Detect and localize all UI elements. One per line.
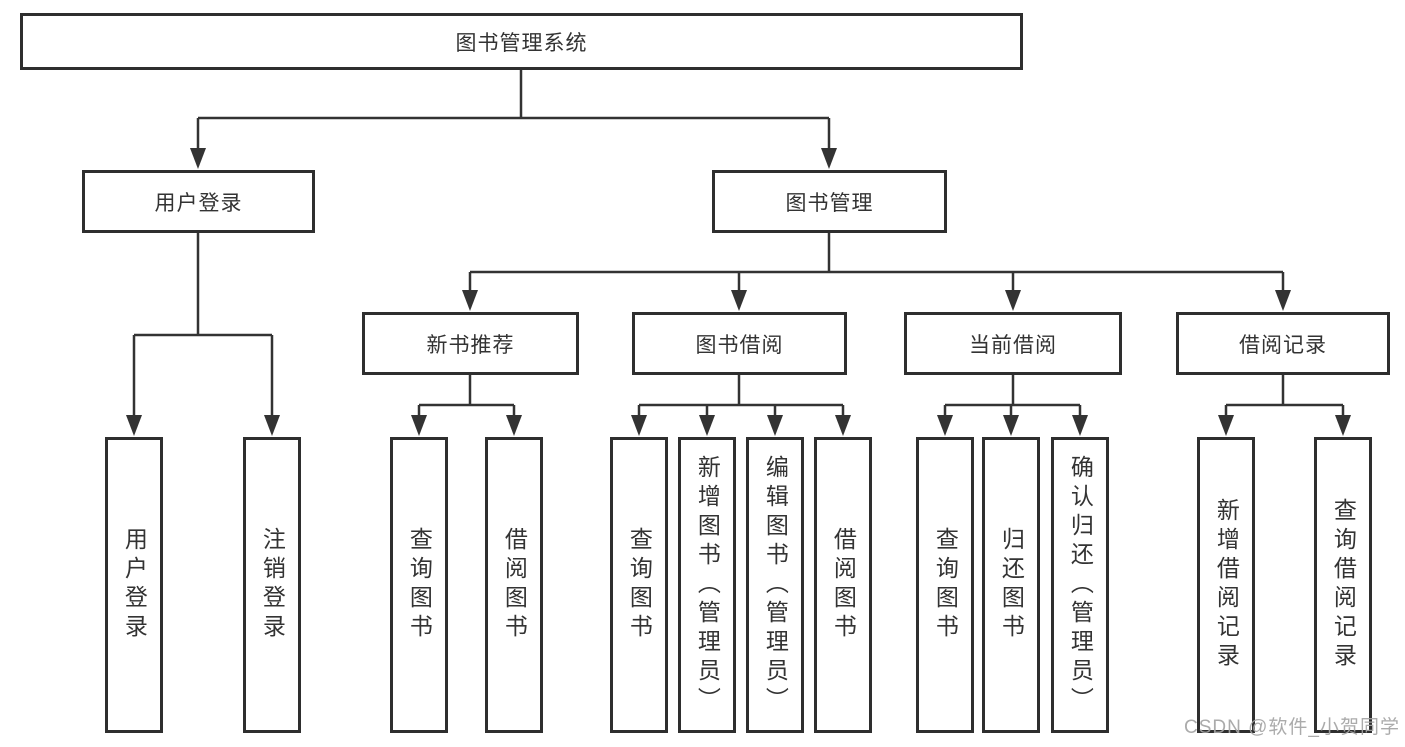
node-current-borrow: 当前借阅 (904, 312, 1122, 375)
leaf-br-query-record-label: 查询借阅记录 (1330, 498, 1357, 672)
node-borrow-records: 借阅记录 (1176, 312, 1390, 375)
leaf-cb-confirm-return: 确认归还（管理员） (1051, 437, 1109, 733)
csdn-watermark: CSDN @软件_小贺同学 (1184, 717, 1400, 738)
node-root-label: 图书管理系统 (455, 31, 588, 55)
leaf-br-query-record: 查询借阅记录 (1314, 437, 1372, 733)
leaf-user-login-label: 用户登录 (121, 527, 148, 643)
leaf-cb-return-books: 归还图书 (982, 437, 1040, 733)
leaf-bb-borrow-books-label: 借阅图书 (830, 527, 857, 643)
leaf-cb-query-books: 查询图书 (916, 437, 974, 733)
node-current-borrow-label: 当前借阅 (969, 333, 1057, 357)
leaf-bb-edit-books-label: 编辑图书（管理员） (762, 454, 789, 716)
leaf-bb-borrow-books: 借阅图书 (814, 437, 872, 733)
node-user-login-label: 用户登录 (154, 191, 243, 215)
leaf-nbr-borrow-books: 借阅图书 (485, 437, 543, 733)
leaf-nbr-borrow-books-label: 借阅图书 (501, 527, 528, 643)
leaf-br-add-record: 新增借阅记录 (1197, 437, 1255, 733)
node-root: 图书管理系统 (20, 13, 1023, 70)
node-new-book-recommend-label: 新书推荐 (426, 333, 515, 357)
leaf-br-add-record-label: 新增借阅记录 (1213, 498, 1240, 672)
leaf-bb-add-books-label: 新增图书（管理员） (694, 454, 721, 716)
leaf-nbr-query-books: 查询图书 (390, 437, 448, 733)
leaf-bb-query-books-label: 查询图书 (626, 527, 653, 643)
leaf-user-login: 用户登录 (105, 437, 163, 733)
node-book-management-label: 图书管理 (785, 191, 874, 215)
leaf-cb-confirm-return-label: 确认归还（管理员） (1067, 454, 1094, 716)
leaf-nbr-query-books-label: 查询图书 (406, 527, 433, 643)
leaf-bb-add-books: 新增图书（管理员） (678, 437, 736, 733)
node-book-borrow-label: 图书借阅 (695, 333, 784, 357)
node-book-management: 图书管理 (712, 170, 947, 233)
node-book-borrow: 图书借阅 (632, 312, 847, 375)
leaf-logout: 注销登录 (243, 437, 301, 733)
leaf-bb-query-books: 查询图书 (610, 437, 668, 733)
node-borrow-records-label: 借阅记录 (1239, 333, 1327, 357)
node-user-login: 用户登录 (82, 170, 315, 233)
leaf-cb-query-books-label: 查询图书 (932, 527, 959, 643)
node-new-book-recommend: 新书推荐 (362, 312, 579, 375)
leaf-cb-return-books-label: 归还图书 (998, 527, 1025, 643)
leaf-logout-label: 注销登录 (259, 527, 286, 643)
leaf-bb-edit-books: 编辑图书（管理员） (746, 437, 804, 733)
